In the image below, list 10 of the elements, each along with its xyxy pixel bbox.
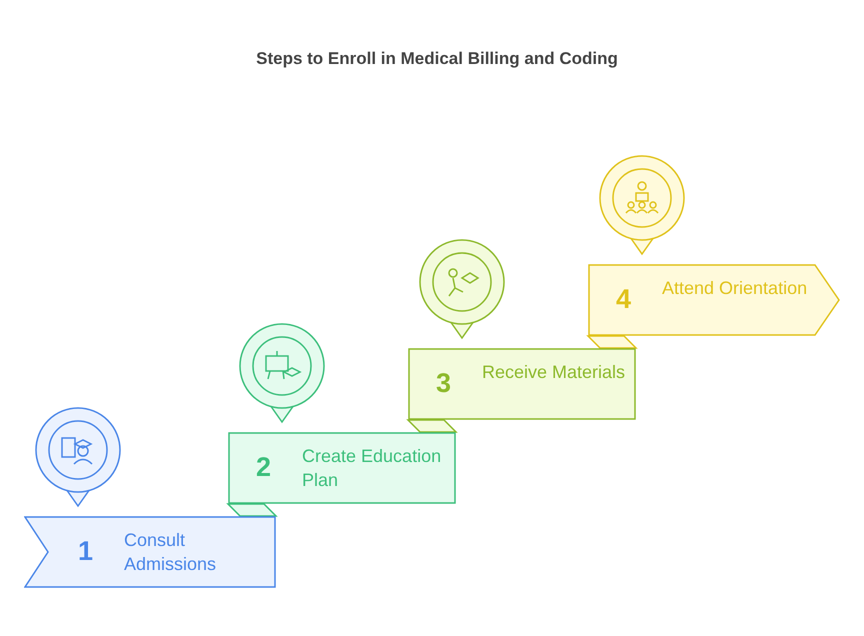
step-number: 3 [436,368,452,399]
step-label: Receive Materials [482,361,626,384]
step-number: 4 [616,284,632,315]
step-number: 1 [78,536,94,567]
diagram-title: Steps to Enroll in Medical Billing and Coding [255,49,619,69]
step-banner [24,516,276,588]
step-label: Consult Admissions [124,529,218,576]
step-label: Create Education Plan [302,445,442,492]
step-number: 2 [256,452,272,483]
step-label: Attend Orientation [662,277,808,300]
